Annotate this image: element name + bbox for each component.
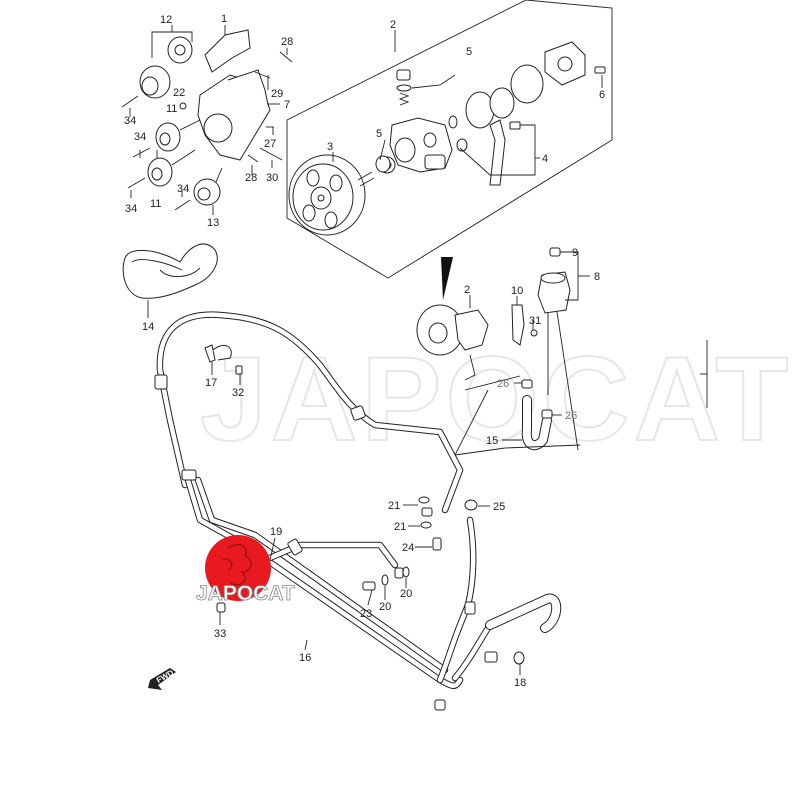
callout-5b: 5 — [376, 128, 382, 140]
return-pipes[interactable] — [181, 469, 562, 711]
pump-pointer-arrow — [441, 257, 453, 300]
callout-15: 15 — [486, 435, 498, 447]
fluid-reservoir[interactable] — [537, 247, 590, 451]
watermark-text: JAPOCAT — [200, 332, 793, 466]
logo-circle — [205, 535, 271, 601]
callout-2: 2 — [390, 19, 396, 31]
callout-12: 12 — [160, 14, 172, 26]
japocat-logo: JAPOCAT — [196, 535, 295, 605]
callout-16: 16 — [299, 652, 311, 664]
pump-pulley[interactable] — [288, 154, 375, 236]
callout-26a: 26 — [497, 378, 509, 390]
callout-14: 14 — [142, 321, 154, 333]
callout-11a: 11 — [166, 103, 177, 115]
idler-pulleys[interactable] — [147, 119, 223, 206]
belt-tensioner[interactable] — [139, 25, 193, 99]
callout-34d: 34 — [177, 183, 189, 195]
pump-seals[interactable] — [375, 64, 544, 173]
callout-9: 9 — [572, 247, 578, 259]
callout-29: 29 — [271, 88, 283, 100]
callout-27: 27 — [264, 138, 276, 150]
callout-5a: 5 — [466, 46, 472, 58]
pressure-pipe[interactable] — [154, 311, 464, 514]
callout-19: 19 — [270, 526, 282, 538]
bracket-assembly[interactable] — [197, 29, 271, 161]
callout-34a: 34 — [124, 115, 136, 127]
callout-30: 30 — [266, 172, 278, 184]
callout-21b: 21 — [394, 521, 406, 533]
callout-4: 4 — [542, 153, 548, 165]
forward-direction-arrow: FWD — [148, 668, 176, 690]
pump-outlet-fitting[interactable] — [459, 119, 540, 186]
pump-exploded-box — [286, 0, 613, 279]
callout-13: 13 — [207, 217, 219, 229]
pump-body[interactable] — [378, 117, 453, 174]
callout-34b: 34 — [134, 131, 146, 143]
reservoir-bracket[interactable] — [511, 296, 538, 346]
callout-3: 3 — [327, 141, 333, 153]
callout-32: 32 — [232, 387, 244, 399]
callout-17: 17 — [205, 377, 217, 389]
callout-28b: 28 — [245, 172, 257, 184]
drive-belt[interactable] — [122, 243, 218, 318]
callout-26b: 26 — [565, 410, 577, 422]
callout-11b: 11 — [150, 198, 161, 210]
pump-cover[interactable] — [544, 41, 606, 86]
callout-24: 24 — [402, 542, 414, 554]
callout-22: 22 — [173, 87, 185, 99]
callout-33: 33 — [214, 628, 226, 640]
callout-31: 31 — [529, 315, 541, 327]
callout-10: 10 — [511, 285, 523, 297]
bolts[interactable] — [121, 51, 293, 211]
pump-assembly-small[interactable] — [416, 295, 489, 381]
pump-plug-spring[interactable] — [396, 69, 456, 106]
callout-21a: 21 — [388, 500, 400, 512]
callout-18: 18 — [514, 677, 526, 689]
callout-28a: 28 — [281, 36, 293, 48]
callout-1: 1 — [221, 13, 227, 25]
callout-20a: 20 — [379, 601, 391, 613]
callout-7: 7 — [284, 99, 290, 111]
callout-6: 6 — [599, 89, 605, 101]
leader-lines — [129, 25, 708, 675]
callout-8: 8 — [594, 271, 600, 283]
callout-25: 25 — [493, 501, 505, 513]
callout-20b: 20 — [400, 588, 412, 600]
union-fittings[interactable] — [204, 344, 525, 665]
return-hose[interactable] — [454, 375, 581, 456]
callout-2b: 2 — [464, 284, 470, 296]
logo-text: JAPOCAT — [196, 582, 295, 605]
callout-23: 23 — [360, 608, 372, 620]
callout-labels: 1 2 3 4 5 5 6 7 8 9 10 11 11 12 13 14 15… — [124, 13, 605, 689]
callout-34c: 34 — [125, 203, 137, 215]
